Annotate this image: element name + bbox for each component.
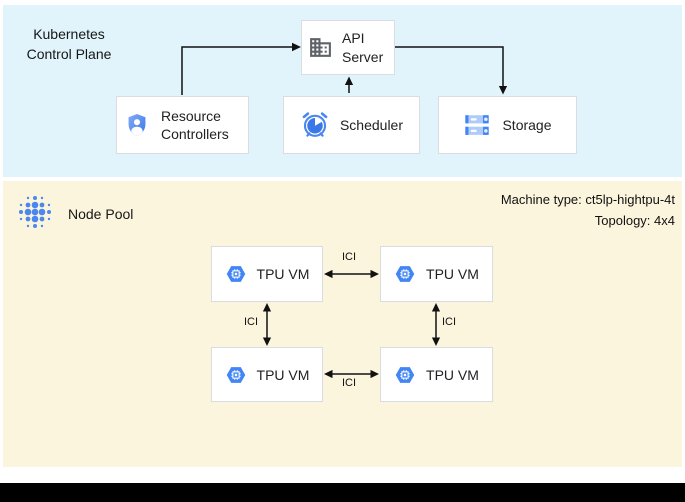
tpu-vm-box-bottom-left: TPU VM [211,347,323,402]
ici-link-label: ICI [341,251,357,263]
scheduler-label: Scheduler [339,117,404,133]
api-server-label: API Server [342,30,384,65]
node-pool-panel [3,181,682,467]
tpu-vm-label: TPU VM [426,366,479,383]
api-server-box: API Server [301,20,395,75]
ici-link-label: ICI [243,316,258,328]
tpu-hexagon-icon [394,263,416,285]
ici-link-label: ICI [341,377,357,389]
resource-controllers-label: Resource Controllers [161,107,229,142]
topology-text: Topology: 4x4 [594,213,675,229]
node-pool-title: Node Pool [68,206,134,222]
control-plane-title: Kubernetes Control Plane [26,26,112,62]
tpu-hexagon-icon [225,263,247,285]
tpu-vm-label: TPU VM [256,366,310,383]
bottom-bar [0,483,685,502]
storage-box: Storage [438,96,577,154]
tpu-vm-label: TPU VM [256,266,310,282]
machine-info: Machine type: ct5lp-hightpu-4t Topology:… [501,189,675,231]
tpu-vm-box-bottom-right: TPU VM [380,347,493,402]
ici-link-label: ICI [442,316,457,328]
building-icon [308,35,333,60]
tpu-hexagon-icon [394,364,416,386]
shield-user-icon [124,112,150,138]
scheduler-box: Scheduler [283,96,420,154]
storage-disks-icon [463,111,491,139]
tpu-vm-box-top-right: TPU VM [380,246,493,302]
resource-controllers-box: Resource Controllers [116,96,249,154]
machine-type-text: Machine type: ct5lp-hightpu-4t [500,192,675,207]
tpu-hexagon-icon [225,364,247,386]
alarm-clock-icon [300,110,330,140]
node-pool-header: Node Pool [15,194,133,234]
storage-label: Storage [502,117,552,133]
tpu-vm-label: TPU VM [426,266,479,282]
tpu-vm-box-top-left: TPU VM [211,246,323,302]
dot-cluster-icon [15,192,55,237]
